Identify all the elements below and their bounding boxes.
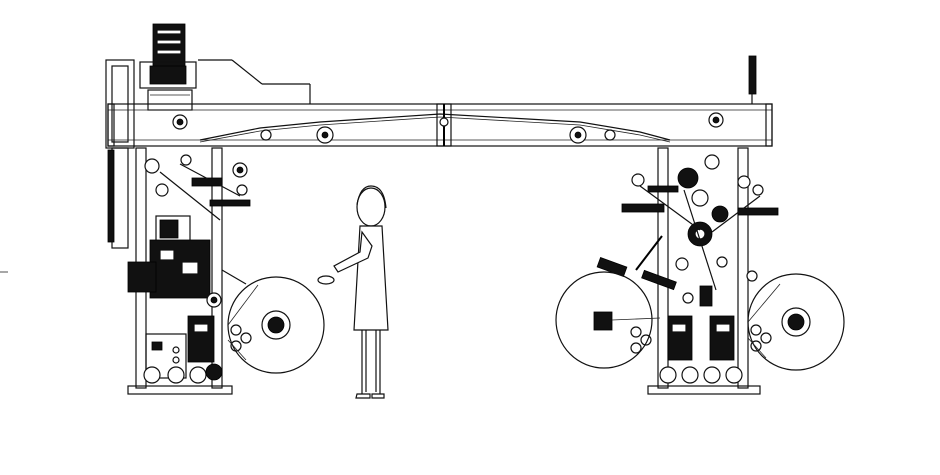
right-reel-right: [747, 273, 845, 371]
right-machine-frame: [596, 147, 779, 395]
overhead-beam: [107, 103, 773, 147]
left-machine-frame: [107, 147, 252, 395]
signal-tower: [748, 55, 757, 104]
human-figure: [317, 185, 389, 399]
left-unwind-reel: [227, 276, 325, 374]
right-reel-left: [555, 271, 661, 369]
top-drive-motor: [139, 23, 197, 111]
